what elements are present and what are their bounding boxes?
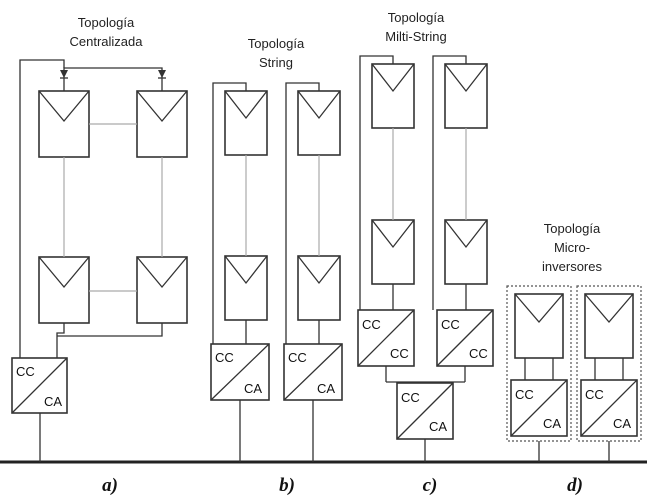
converter-dc-label: CC bbox=[16, 364, 35, 379]
pv-panel bbox=[224, 255, 268, 321]
caption-a: a) bbox=[102, 475, 118, 496]
topology-a: CC CA bbox=[11, 59, 188, 462]
converter-dc-label: CC bbox=[585, 387, 604, 402]
converter-ac-label: CA bbox=[44, 394, 62, 409]
topology-d: CC CA CC CA bbox=[506, 285, 642, 462]
converter-ac-label: CA bbox=[429, 419, 447, 434]
converter-ac-label: CA bbox=[244, 381, 262, 396]
title-b-line2: String bbox=[259, 55, 293, 70]
topology-b: CC CA CC CA bbox=[210, 82, 343, 462]
title-d-line1: Topología bbox=[544, 221, 601, 236]
micro-inverter-module bbox=[506, 285, 572, 442]
pv-panel bbox=[297, 255, 341, 321]
converter-ac-label: CA bbox=[317, 381, 335, 396]
title-c-line1: Topología bbox=[388, 10, 445, 25]
title-d-line2: Micro- bbox=[554, 240, 590, 255]
converter-dc-label: CC bbox=[362, 317, 381, 332]
topology-c: CC CC CC CC CC CA bbox=[357, 55, 494, 462]
caption-b: b) bbox=[279, 475, 295, 496]
converter-dc-label: CC bbox=[441, 317, 460, 332]
converter-dc-out-label: CC bbox=[469, 346, 488, 361]
caption-c: c) bbox=[423, 475, 438, 496]
pv-panel-symbol bbox=[38, 256, 90, 289]
title-c-line2: Milti-String bbox=[385, 29, 446, 44]
title-a-line2: Centralizada bbox=[70, 34, 144, 49]
title-d-line3: inversores bbox=[542, 259, 602, 274]
micro-inverter-module bbox=[576, 285, 642, 442]
converter-dc-label: CC bbox=[288, 350, 307, 365]
pv-panel bbox=[444, 63, 488, 129]
pv-panel-symbol bbox=[136, 90, 188, 123]
pv-panel bbox=[371, 219, 415, 285]
converter-dc-label: CC bbox=[515, 387, 534, 402]
pv-panel bbox=[297, 90, 341, 156]
top-wire bbox=[63, 67, 163, 91]
title-a-line1: Topología bbox=[78, 15, 135, 30]
pv-panel-symbol bbox=[38, 90, 90, 123]
left-wire bbox=[19, 59, 65, 358]
bottom-wire bbox=[57, 323, 163, 337]
pv-panel bbox=[584, 293, 634, 359]
caption-d: d) bbox=[567, 475, 583, 496]
converter-ac-label: CA bbox=[613, 416, 631, 431]
bottom-wire bbox=[56, 323, 65, 358]
converter-ac-label: CA bbox=[543, 416, 561, 431]
converter-dc-out-label: CC bbox=[390, 346, 409, 361]
pv-panel bbox=[444, 219, 488, 285]
converter-dc-label: CC bbox=[215, 350, 234, 365]
diode-icon bbox=[60, 70, 68, 78]
pv-panel-symbol bbox=[136, 256, 188, 289]
pv-panel bbox=[371, 63, 415, 129]
converter-dc-label: CC bbox=[401, 390, 420, 405]
pv-panel bbox=[514, 293, 564, 359]
title-b-line1: Topología bbox=[248, 36, 305, 51]
pv-panel bbox=[224, 90, 268, 156]
diode-icon bbox=[158, 70, 166, 78]
